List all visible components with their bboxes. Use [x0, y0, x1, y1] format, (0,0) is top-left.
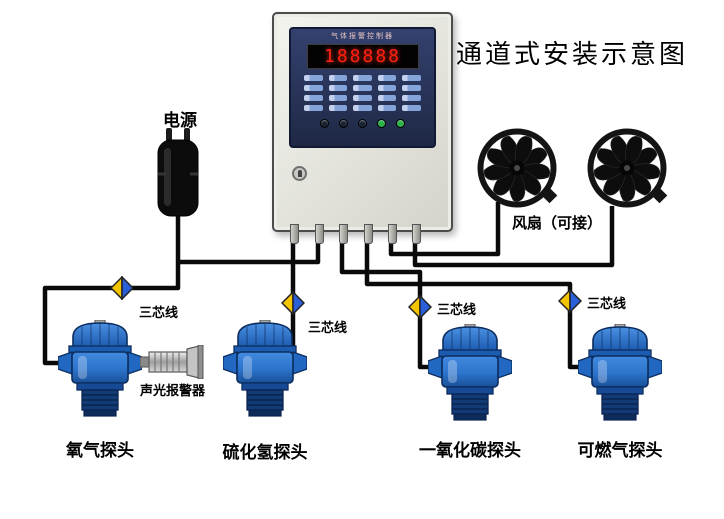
cable-gland: [364, 224, 373, 244]
wire-detector-oxygen: [178, 243, 321, 265]
indicator-light: [304, 95, 323, 101]
indicator-light: [304, 105, 323, 111]
cable-gland: [290, 224, 299, 244]
diagram-title: 通道式安装示意图: [456, 40, 689, 69]
indicator-light: [304, 75, 323, 81]
wire-tag: 三芯线: [437, 302, 477, 317]
wire-detector-combustible: [364, 243, 584, 370]
panel-button: [320, 119, 329, 128]
detector-oxygen: [58, 320, 142, 417]
panel-button: [396, 119, 405, 128]
indicator-light: [328, 105, 348, 111]
indicator-grid: [304, 75, 421, 111]
indicator-light: [402, 85, 421, 91]
indicator-light: [402, 95, 421, 101]
indicator-light: [328, 95, 348, 101]
wire-connector-diamond: [408, 295, 432, 319]
controller-panel-title: 气体报警控制器: [331, 33, 394, 40]
wire-tag: 三芯线: [308, 320, 348, 335]
panel-button: [358, 119, 367, 128]
cable-gland: [339, 224, 348, 244]
indicator-light: [353, 75, 372, 81]
cable-gland: [315, 224, 324, 244]
power-plug: [156, 128, 200, 218]
wire-fan-1: [388, 202, 501, 257]
wire-detector-co: [339, 243, 434, 370]
wire-connector-diamond: [110, 276, 134, 300]
cable-gland: [412, 224, 421, 244]
panel-button-row: [291, 119, 434, 128]
panel-button: [339, 119, 348, 128]
controller-front-panel: 气体报警控制器 188888: [289, 27, 436, 148]
led-display: 188888: [306, 44, 419, 69]
wire-fan-2: [412, 206, 615, 268]
indicator-light: [304, 85, 323, 91]
indicator-light: [402, 105, 421, 111]
detector-label-oxygen: 氧气探头: [66, 441, 134, 460]
wire-connector-diamond: [281, 291, 305, 315]
indicator-light: [377, 75, 397, 81]
fan-icon: [477, 128, 557, 208]
detector-label-combustible: 可燃气探头: [577, 441, 663, 460]
keyhole-icon: [297, 170, 302, 177]
fan-label: 风扇（可接）: [512, 216, 603, 232]
led-display-value: 188888: [323, 46, 402, 67]
detector-combustible: [578, 324, 662, 421]
indicator-light: [402, 75, 421, 81]
detector-h2s: [223, 320, 307, 417]
sound-light-alarm-label: 声光报警器: [140, 383, 206, 398]
sound-light-alarm: [140, 345, 204, 379]
wire-connector-diamond: [558, 289, 582, 313]
wire-tag: 三芯线: [139, 305, 179, 320]
indicator-light: [353, 95, 372, 101]
power-label: 电源: [163, 111, 197, 130]
indicator-light: [377, 95, 397, 101]
panel-button: [377, 119, 386, 128]
wire-tag: 三芯线: [587, 296, 627, 311]
indicator-light: [353, 105, 372, 111]
detector-co: [428, 324, 512, 421]
door-lock-keyhole: [292, 166, 307, 181]
indicator-light: [377, 105, 397, 111]
cable-gland: [388, 224, 397, 244]
indicator-light: [328, 75, 348, 81]
detector-label-h2s: 硫化氢探头: [222, 443, 308, 462]
detector-label-co: 一氧化碳探头: [419, 441, 521, 460]
fan-icon: [587, 128, 667, 208]
gas-alarm-controller: 气体报警控制器 188888: [272, 12, 453, 244]
indicator-light: [353, 85, 372, 91]
indicator-light: [328, 85, 348, 91]
indicator-light: [377, 85, 397, 91]
